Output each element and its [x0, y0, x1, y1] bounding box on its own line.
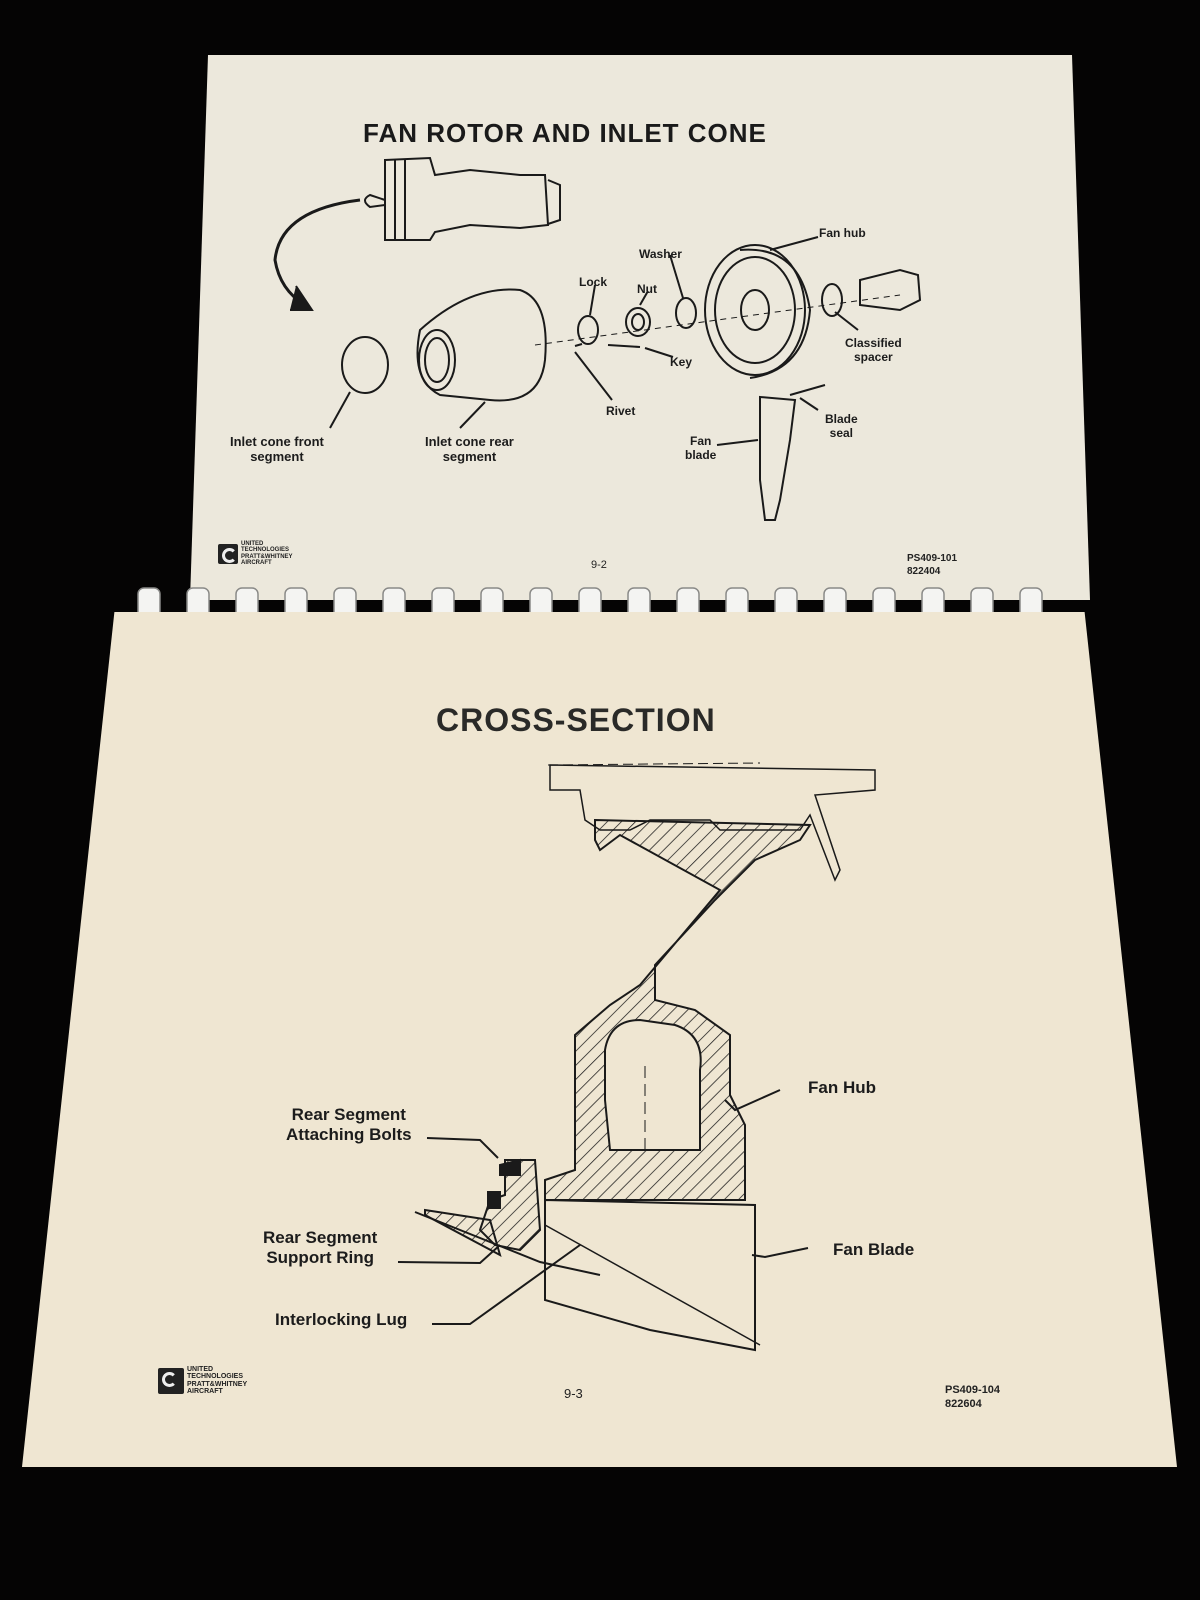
label-fan-hub-bottom: Fan Hub — [808, 1078, 876, 1097]
label-key: Key — [670, 355, 693, 369]
label-washer: Washer — [639, 247, 682, 261]
label-nut: Nut — [637, 282, 657, 296]
page-number-bottom: 9-3 — [564, 1386, 583, 1401]
logo-text-top: UNITED TECHNOLOGIES PRATT&WHITNEY AIRCRA… — [241, 541, 293, 566]
label-rivet: Rivet — [606, 404, 636, 418]
label-fan-blade-top: Fan blade — [685, 434, 717, 462]
doc-code-top: PS409-101 — [907, 553, 958, 564]
label-inlet-cone-rear: Inlet cone rear segment — [425, 434, 514, 464]
doc-code-bottom: PS409-104 — [945, 1384, 1001, 1396]
company-logo-top: UNITED TECHNOLOGIES PRATT&WHITNEY AIRCRA… — [218, 541, 293, 566]
doc-number-bottom: 822604 — [945, 1398, 982, 1410]
page-number-top: 9-2 — [591, 559, 607, 571]
company-logo-bottom: UNITED TECHNOLOGIES PRATT&WHITNEY AIRCRA… — [158, 1366, 247, 1395]
label-blade-seal: Blade seal — [825, 412, 858, 440]
page-title-fan-rotor: FAN ROTOR AND INLET CONE — [363, 118, 767, 148]
page-fan-rotor — [190, 55, 1090, 600]
pratt-whitney-logo-icon — [218, 543, 238, 564]
label-inlet-cone-front: Inlet cone front segment — [230, 434, 324, 464]
doc-number-top: 822404 — [907, 566, 941, 577]
pratt-whitney-logo-icon-bottom — [158, 1367, 184, 1394]
label-fan-hub-top: Fan hub — [819, 226, 866, 240]
label-rear-segment-ring: Rear Segment Support Ring — [263, 1228, 378, 1267]
label-interlocking-lug: Interlocking Lug — [275, 1310, 408, 1329]
label-classified-spacer: Classified spacer — [845, 336, 902, 364]
logo-text-bottom: UNITED TECHNOLOGIES PRATT&WHITNEY AIRCRA… — [187, 1366, 248, 1396]
label-fan-blade-bottom: Fan Blade — [833, 1240, 915, 1259]
page-title-cross-section: CROSS-SECTION — [436, 702, 716, 738]
label-lock: Lock — [579, 275, 608, 289]
fan-rotor-exploded-diagram — [273, 156, 922, 521]
label-rear-segment-bolts: Rear Segment Attaching Bolts — [286, 1105, 412, 1144]
